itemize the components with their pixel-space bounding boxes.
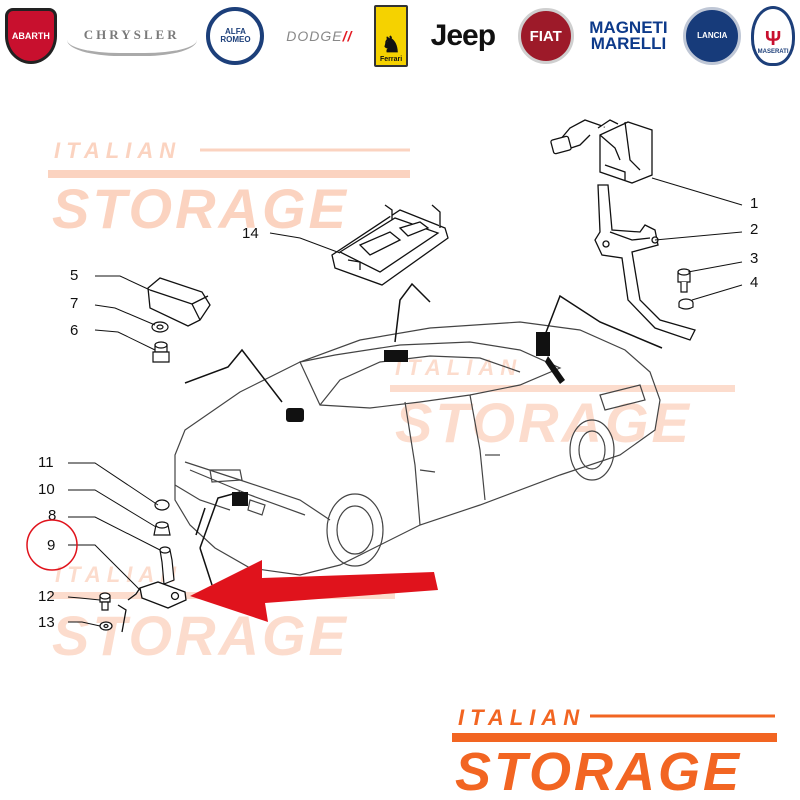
prancing-horse-icon: ♞ — [381, 32, 401, 57]
fiat-logo-text: FIAT — [529, 27, 562, 45]
jeep-logo-text: Jeep — [430, 19, 496, 52]
abarth-logo: ABARTH — [4, 8, 57, 64]
callout-14: 14 — [242, 225, 259, 242]
fiat-logo: FIAT — [517, 8, 574, 64]
callout-7: 7 — [70, 295, 78, 312]
part-14-housing — [331, 204, 449, 286]
ferrari-logo-text: Ferrari — [379, 56, 403, 63]
ferrari-logo: ♞Ferrari — [374, 5, 409, 67]
logo-storage-text: STORAGE — [455, 742, 742, 800]
chrysler-logo-text: CHRYSLER — [83, 27, 180, 42]
callout-10: 10 — [38, 481, 55, 498]
marker-front-left — [286, 408, 304, 422]
marker-roof — [384, 350, 408, 362]
callout-13: 13 — [38, 614, 55, 631]
part-11-washer — [154, 499, 170, 511]
callout-9: 9 — [47, 537, 55, 554]
part-8-sensor-stem — [159, 546, 175, 585]
highlight-arrow — [190, 560, 438, 622]
watermark-top-left: ITALIAN STORAGE — [48, 138, 410, 240]
magneti-marelli-logo: MAGNETI MARELLI — [583, 4, 673, 68]
magneti-marelli-logo-text: MAGNETI MARELLI — [589, 17, 668, 53]
callout-11: 11 — [38, 454, 54, 471]
part-10-bushing — [153, 521, 171, 536]
watermark-storage-text: STORAGE — [52, 177, 349, 240]
callout-numbers: 1 2 3 4 5 6 7 8 9 10 11 12 13 14 — [38, 195, 758, 631]
part-7-washer — [151, 321, 169, 333]
callout-3: 3 — [750, 250, 758, 267]
watermark-italian-text: ITALIAN — [54, 138, 181, 163]
abarth-logo-text: ABARTH — [11, 30, 50, 41]
dodge-logo-text: DODGE — [286, 28, 343, 44]
watermark-italian-text-center: ITALIAN — [395, 355, 522, 380]
callout-6: 6 — [70, 322, 78, 339]
callout-4: 4 — [750, 274, 758, 291]
chrysler-logo: CHRYSLER — [66, 16, 197, 56]
brand-logo-bar: ABARTH CHRYSLER ALFA ROMEO DODGE// ♞Ferr… — [0, 0, 800, 72]
watermark-bar-center — [390, 385, 735, 392]
jeep-logo: Jeep — [418, 4, 508, 68]
car-part-markers — [232, 332, 565, 506]
italian-storage-logo: ITALIAN STORAGE — [452, 705, 777, 800]
part-13-nut — [99, 621, 113, 631]
dodge-stripes-icon: // — [342, 28, 353, 44]
watermark-bar — [48, 170, 410, 178]
marker-front-headlamp — [232, 492, 248, 506]
watermark-storage-text-center: STORAGE — [395, 391, 692, 454]
lancia-logo: LANCIA — [683, 7, 742, 65]
part-12-screw — [99, 592, 111, 611]
part-6-bolt — [152, 341, 170, 363]
part-1-sensor — [550, 119, 653, 184]
part-5-lamp — [147, 277, 211, 327]
watermark-center: ITALIAN STORAGE — [390, 355, 735, 454]
marker-rear-bracket — [545, 356, 565, 384]
logo-bar — [452, 733, 777, 742]
dodge-logo: DODGE// — [274, 4, 364, 68]
leader-lines — [184, 282, 663, 586]
callout-1: 1 — [750, 195, 758, 212]
callout-12: 12 — [38, 588, 55, 605]
logo-italian-text: ITALIAN — [458, 705, 585, 730]
watermark-storage-text-bl: STORAGE — [52, 604, 349, 667]
part-9-plate — [117, 581, 187, 633]
maserati-logo-text: MASERATI — [757, 49, 789, 55]
lancia-logo-text: LANCIA — [697, 31, 728, 40]
callout-2: 2 — [750, 221, 758, 238]
part-3-screw — [677, 268, 691, 293]
alfa-romeo-logo: ALFA ROMEO — [206, 7, 265, 65]
callout-8: 8 — [48, 507, 56, 524]
highlight-circle — [26, 519, 78, 571]
alfa-romeo-logo-text: ALFA ROMEO — [220, 27, 251, 44]
marker-rear — [536, 332, 550, 356]
part-2-bracket — [594, 184, 696, 341]
trident-icon: Ψ — [764, 28, 782, 50]
callout-5: 5 — [70, 267, 78, 284]
callout-leaders — [67, 177, 743, 627]
part-4-nut — [678, 298, 694, 310]
